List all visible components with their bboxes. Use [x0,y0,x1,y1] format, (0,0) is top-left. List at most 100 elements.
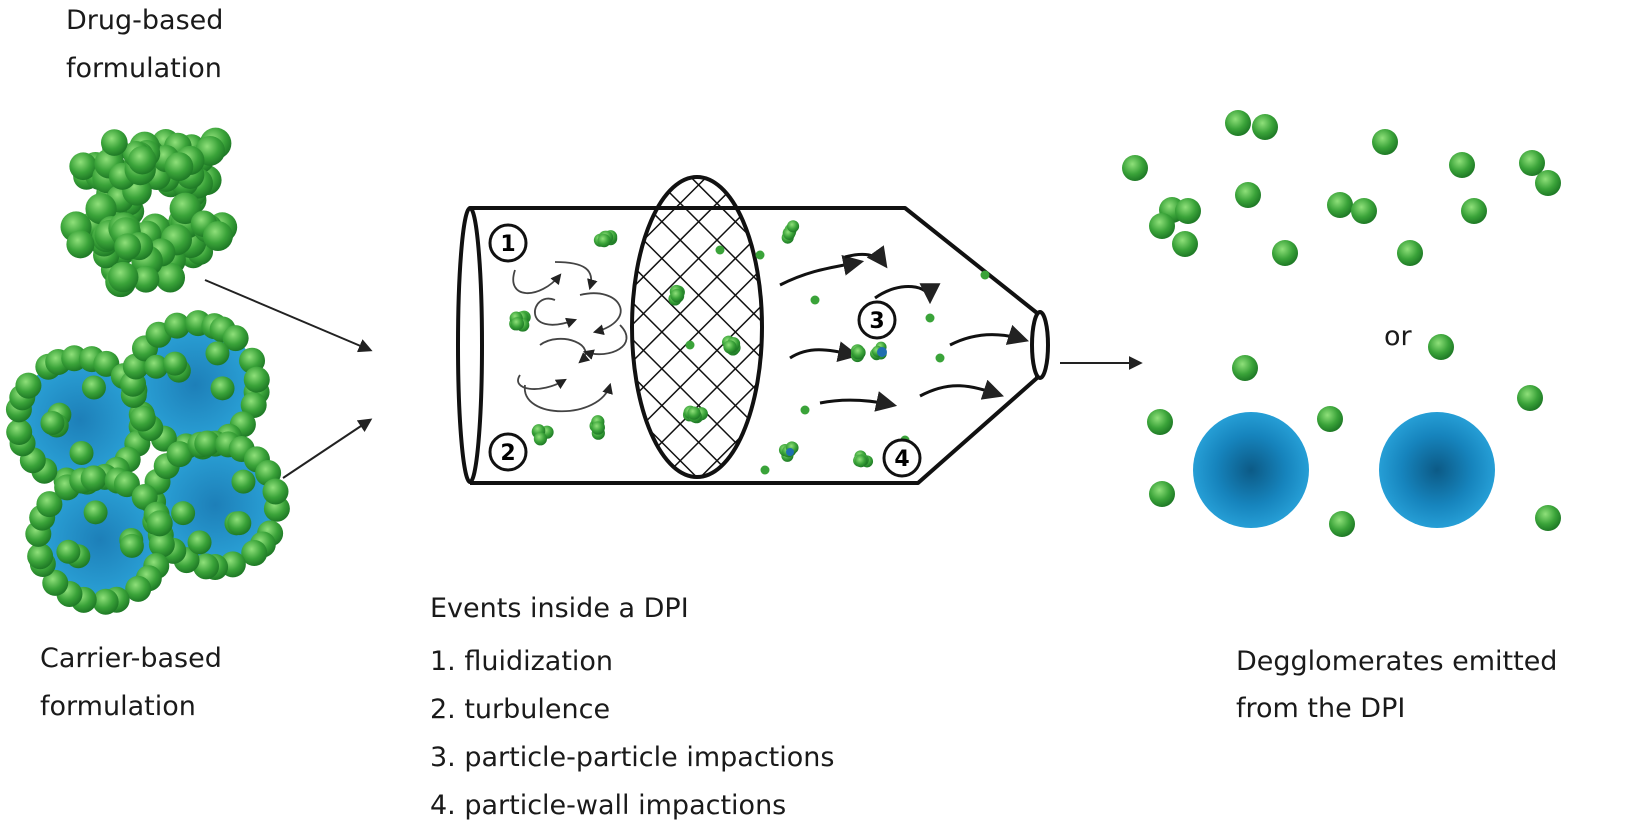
drug-particle [203,221,233,251]
event-item-particle-wall: 4. particle-wall impactions [430,790,787,821]
emitted-drug-particle [1517,385,1543,411]
emitted-drug-particle [1225,110,1251,136]
carrier-surface-drug-particle [92,588,119,615]
carrier-surface-drug-particle [80,465,107,492]
drug-particle [128,146,157,175]
fine-particle [755,250,765,260]
carrier-surface-drug-particle [240,392,267,419]
carrier-core [38,478,162,602]
emitted-drug-particle [1535,505,1561,531]
drug-particle [155,262,186,293]
carrier-surface-drug-particle [148,531,175,558]
event-marker-number: 4 [894,447,909,472]
drug-based-label: Drug-based [66,5,224,36]
emitted-drug-particle [1372,129,1398,155]
carrier-surface-drug-particle [166,441,193,468]
device-particle-cluster [533,432,548,446]
device-particle-cluster [854,455,867,468]
drug-based-label-line2: formulation [66,53,222,84]
drug-particle [114,233,142,261]
drug-particle [132,265,160,293]
emitted-drug-particle [1461,198,1487,224]
carrier-based-agglomerate [5,310,290,615]
event-item-turbulence: 2. turbulence [430,694,611,725]
carrier-surface-drug-particle [36,491,63,518]
device-particles [509,220,990,475]
device-particle-cluster [787,220,800,233]
dpi-mesh-grid [632,177,762,477]
emitted-drug-particle [1149,481,1175,507]
emitted-drug-particle [1535,170,1561,196]
emitted-drug-particle [1519,150,1545,176]
carrier-surface-drug-particle [262,478,289,505]
fine-particle [760,465,770,475]
output-label-line2: from the DPI [1236,693,1406,724]
carrier-surface-drug-particle [119,533,144,558]
fine-particle [925,313,935,323]
device-particle-cluster [597,234,611,248]
carrier-surface-drug-particle [40,410,65,435]
carrier-surface-drug-particle [129,405,156,432]
event-item-particle-particle: 3. particle-particle impactions [430,742,835,773]
event-marker-circle [488,223,528,263]
carrier-surface-drug-particle [144,354,169,379]
carrier-based-label-line2: formulation [40,691,196,722]
emitted-drug-particle [1329,511,1355,537]
emitted-drug-particle [1272,240,1298,266]
emitted-drug-particle [1449,152,1475,178]
carrier-surface-drug-particle [243,366,270,393]
carrier-surface-drug-particle [56,539,81,564]
drug-particle [100,129,128,156]
emitted-drug-particle [1327,192,1353,218]
emitted-drug-particle [1122,155,1148,181]
fine-particle [685,340,695,350]
carrier-surface-drug-particle [83,500,108,525]
emitted-drug-particle [1252,114,1278,140]
drug-particle [69,152,98,181]
turbulence-arrows [512,261,628,412]
carrier-surface-drug-particle [125,575,152,602]
carrier-surface-drug-particle [6,419,33,446]
event-marker-number: 3 [869,309,884,334]
carrier-surface-drug-particle [42,569,69,596]
events-list: 1. fluidization 2. turbulence 3. particl… [430,638,834,830]
drug-based-agglomerate [60,127,238,298]
emitted-particles [1122,110,1561,537]
device-particle-cluster [723,340,737,354]
carrier-fragment [877,347,887,357]
carrier-surface-drug-particle [210,376,235,401]
fine-particle [935,353,945,363]
dpi-outlet [1030,310,1050,380]
events-heading: Events inside a DPI [430,593,689,624]
emitted-drug-particle [1149,213,1175,239]
fine-particle [980,270,990,280]
carrier-particle-right [1379,412,1495,528]
carrier-particle-left [1193,412,1309,528]
fine-particle [715,245,725,255]
device-particle-cluster [510,317,525,331]
event-marker-circle [488,432,528,472]
carrier-surface-drug-particle [69,441,94,466]
carrier-surface-drug-particle [15,372,42,399]
event-marker-circle [882,438,922,478]
drug-particle [108,261,139,293]
carrier-input-arrow [282,418,373,479]
dpi-inlet [456,206,484,484]
event-marker-number: 1 [500,232,515,257]
fine-particle [810,295,820,305]
drug-input-arrow [204,279,373,353]
device-particle-cluster [591,421,605,435]
emitted-drug-particle [1317,406,1343,432]
flow-arrows [779,245,1030,412]
carrier-surface-drug-particle [171,501,196,526]
emitted-drug-particle [1147,409,1173,435]
drug-particle [164,152,194,181]
dpi-device [456,175,1050,485]
carrier-surface-drug-particle [27,543,54,570]
device-particle-cluster [670,288,684,303]
carrier-surface-drug-particle [81,375,106,400]
emitted-drug-particle [1175,198,1201,224]
carrier-based-label: Carrier-based [40,643,222,674]
